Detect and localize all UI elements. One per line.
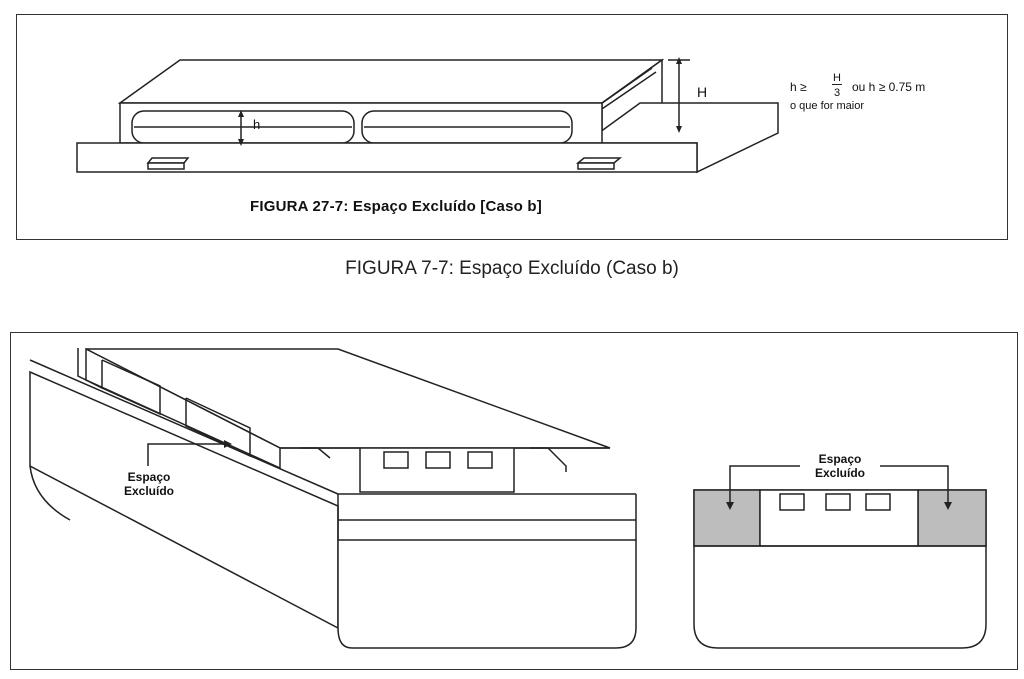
notch bbox=[77, 348, 103, 390]
pointer-line bbox=[729, 465, 800, 506]
pointer-line bbox=[147, 443, 226, 466]
step bbox=[530, 447, 567, 472]
hull-curve bbox=[29, 465, 71, 521]
opening bbox=[101, 359, 161, 416]
arrow-icon bbox=[238, 110, 244, 117]
formula-middle: ou h ≥ 0.75 m bbox=[852, 80, 926, 94]
formula-fraction-num: H bbox=[832, 72, 842, 85]
superstructure-wall bbox=[85, 347, 281, 470]
label-h: h bbox=[253, 117, 261, 132]
figure1-caption: FIGURA 27-7: Espaço Excluído [Caso b] bbox=[250, 198, 542, 215]
formula-fraction-den: 3 bbox=[834, 87, 841, 99]
label-excluded-space-right: Espaço Excluído bbox=[814, 452, 865, 480]
opening bbox=[185, 397, 251, 458]
opening-line bbox=[137, 375, 161, 387]
hull-stern-face bbox=[337, 539, 637, 649]
guard-line bbox=[595, 71, 657, 114]
deckhouse-roof bbox=[117, 59, 665, 104]
excluded-space-left bbox=[693, 489, 761, 547]
arrow-icon bbox=[238, 139, 244, 146]
arrow-icon bbox=[944, 502, 952, 510]
window bbox=[825, 493, 851, 511]
arrow-icon bbox=[676, 126, 682, 133]
figure2-caption: FIGURA 7-7: Espaço Excluído (Caso b) bbox=[345, 258, 679, 279]
window bbox=[425, 451, 451, 469]
pointer-line bbox=[880, 465, 949, 506]
window bbox=[865, 493, 891, 511]
window bbox=[779, 493, 805, 511]
formula-left: h ≥ bbox=[790, 80, 807, 94]
arrow-icon bbox=[726, 502, 734, 510]
arrow-icon bbox=[224, 440, 232, 448]
step bbox=[300, 447, 331, 459]
scupper-right-front bbox=[577, 162, 615, 170]
scupper-left-front bbox=[147, 162, 185, 170]
label-H: H bbox=[697, 84, 708, 100]
figure2-panel bbox=[10, 332, 1018, 670]
deck-edge bbox=[29, 359, 339, 495]
formula-note: o que for maior bbox=[790, 100, 864, 112]
window bbox=[467, 451, 493, 469]
label-excluded-space-left: Espaço Excluído bbox=[123, 470, 174, 498]
window bbox=[383, 451, 409, 469]
